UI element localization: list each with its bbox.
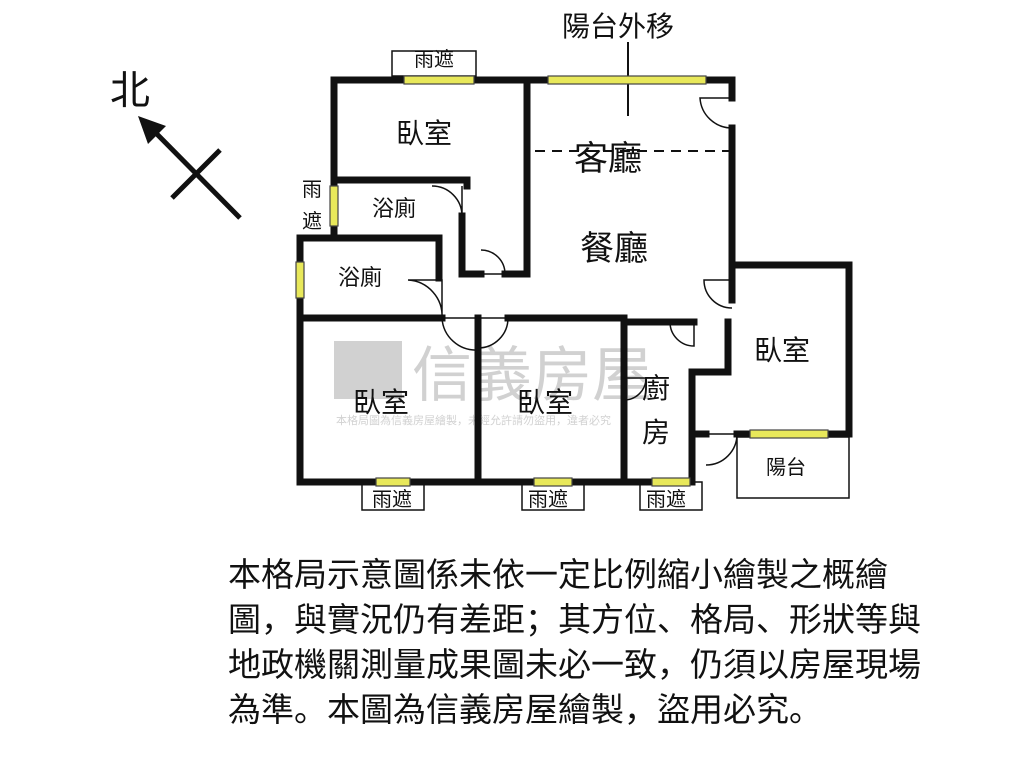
door-swing-bedroom-right	[703, 279, 733, 309]
doors	[407, 97, 738, 466]
rain-cover-bottom-left: 雨遮	[372, 487, 412, 511]
room-kitchen-2: 房	[642, 416, 670, 449]
watermark: 信義房屋 本格局圖為信義房屋繪製，未經允許請勿盜用，違者必究	[334, 341, 652, 427]
room-bedroom-top: 臥室	[396, 117, 452, 150]
room-bath-lower: 浴廁	[338, 266, 382, 291]
room-bath-upper: 浴廁	[372, 197, 416, 222]
north-label: 北	[110, 68, 150, 114]
room-labels: 臥室 客廳 餐廳 浴廁 浴廁 臥室 臥室 臥室 廚 房 陽台	[338, 117, 810, 479]
rain-cover-labels: 雨遮 雨 遮 雨遮 雨遮 雨遮	[302, 47, 686, 511]
disclaimer-text: 本格局示意圖係未依一定比例縮小繪製之概繪圖，與實況仍有差距；其方位、格局、形狀等…	[228, 555, 921, 729]
door-swing-bath-lower	[407, 279, 443, 319]
door-swing-balcony	[705, 433, 738, 466]
watermark-logo	[334, 341, 402, 399]
door-swing-living	[699, 97, 733, 129]
door-swing-bath-upper	[431, 185, 463, 217]
balcony-moved-label: 陽台外移	[562, 10, 674, 43]
room-kitchen-1: 廚	[642, 372, 670, 405]
rain-cover-left-2: 遮	[302, 209, 322, 233]
room-dining: 餐廳	[580, 229, 648, 269]
room-bedroom-mid: 臥室	[517, 386, 573, 419]
room-living: 客廳	[574, 139, 642, 179]
rain-cover-top: 雨遮	[414, 47, 454, 71]
door-swing-bedroom-left	[441, 317, 479, 351]
watermark-notice: 本格局圖為信義房屋繪製，未經允許請勿盜用，違者必究	[336, 413, 611, 427]
windows	[295, 75, 829, 487]
room-bedroom-right: 臥室	[754, 334, 810, 367]
watermark-brand: 信義房屋	[412, 341, 652, 411]
north-compass: 北	[110, 68, 242, 220]
room-balcony: 陽台	[766, 455, 806, 479]
rain-cover-left-1: 雨	[302, 177, 322, 201]
door-swing-hall	[480, 249, 506, 275]
room-bedroom-left: 臥室	[353, 386, 409, 419]
door-swing-kitchen-left	[623, 377, 647, 401]
rain-cover-bottom-mid: 雨遮	[528, 487, 568, 511]
rain-cover-bottom-right: 雨遮	[646, 487, 686, 511]
door-swing-bedroom-mid	[477, 317, 509, 349]
door-swing-kitchen	[669, 321, 695, 347]
north-arrow-icon	[138, 116, 166, 144]
